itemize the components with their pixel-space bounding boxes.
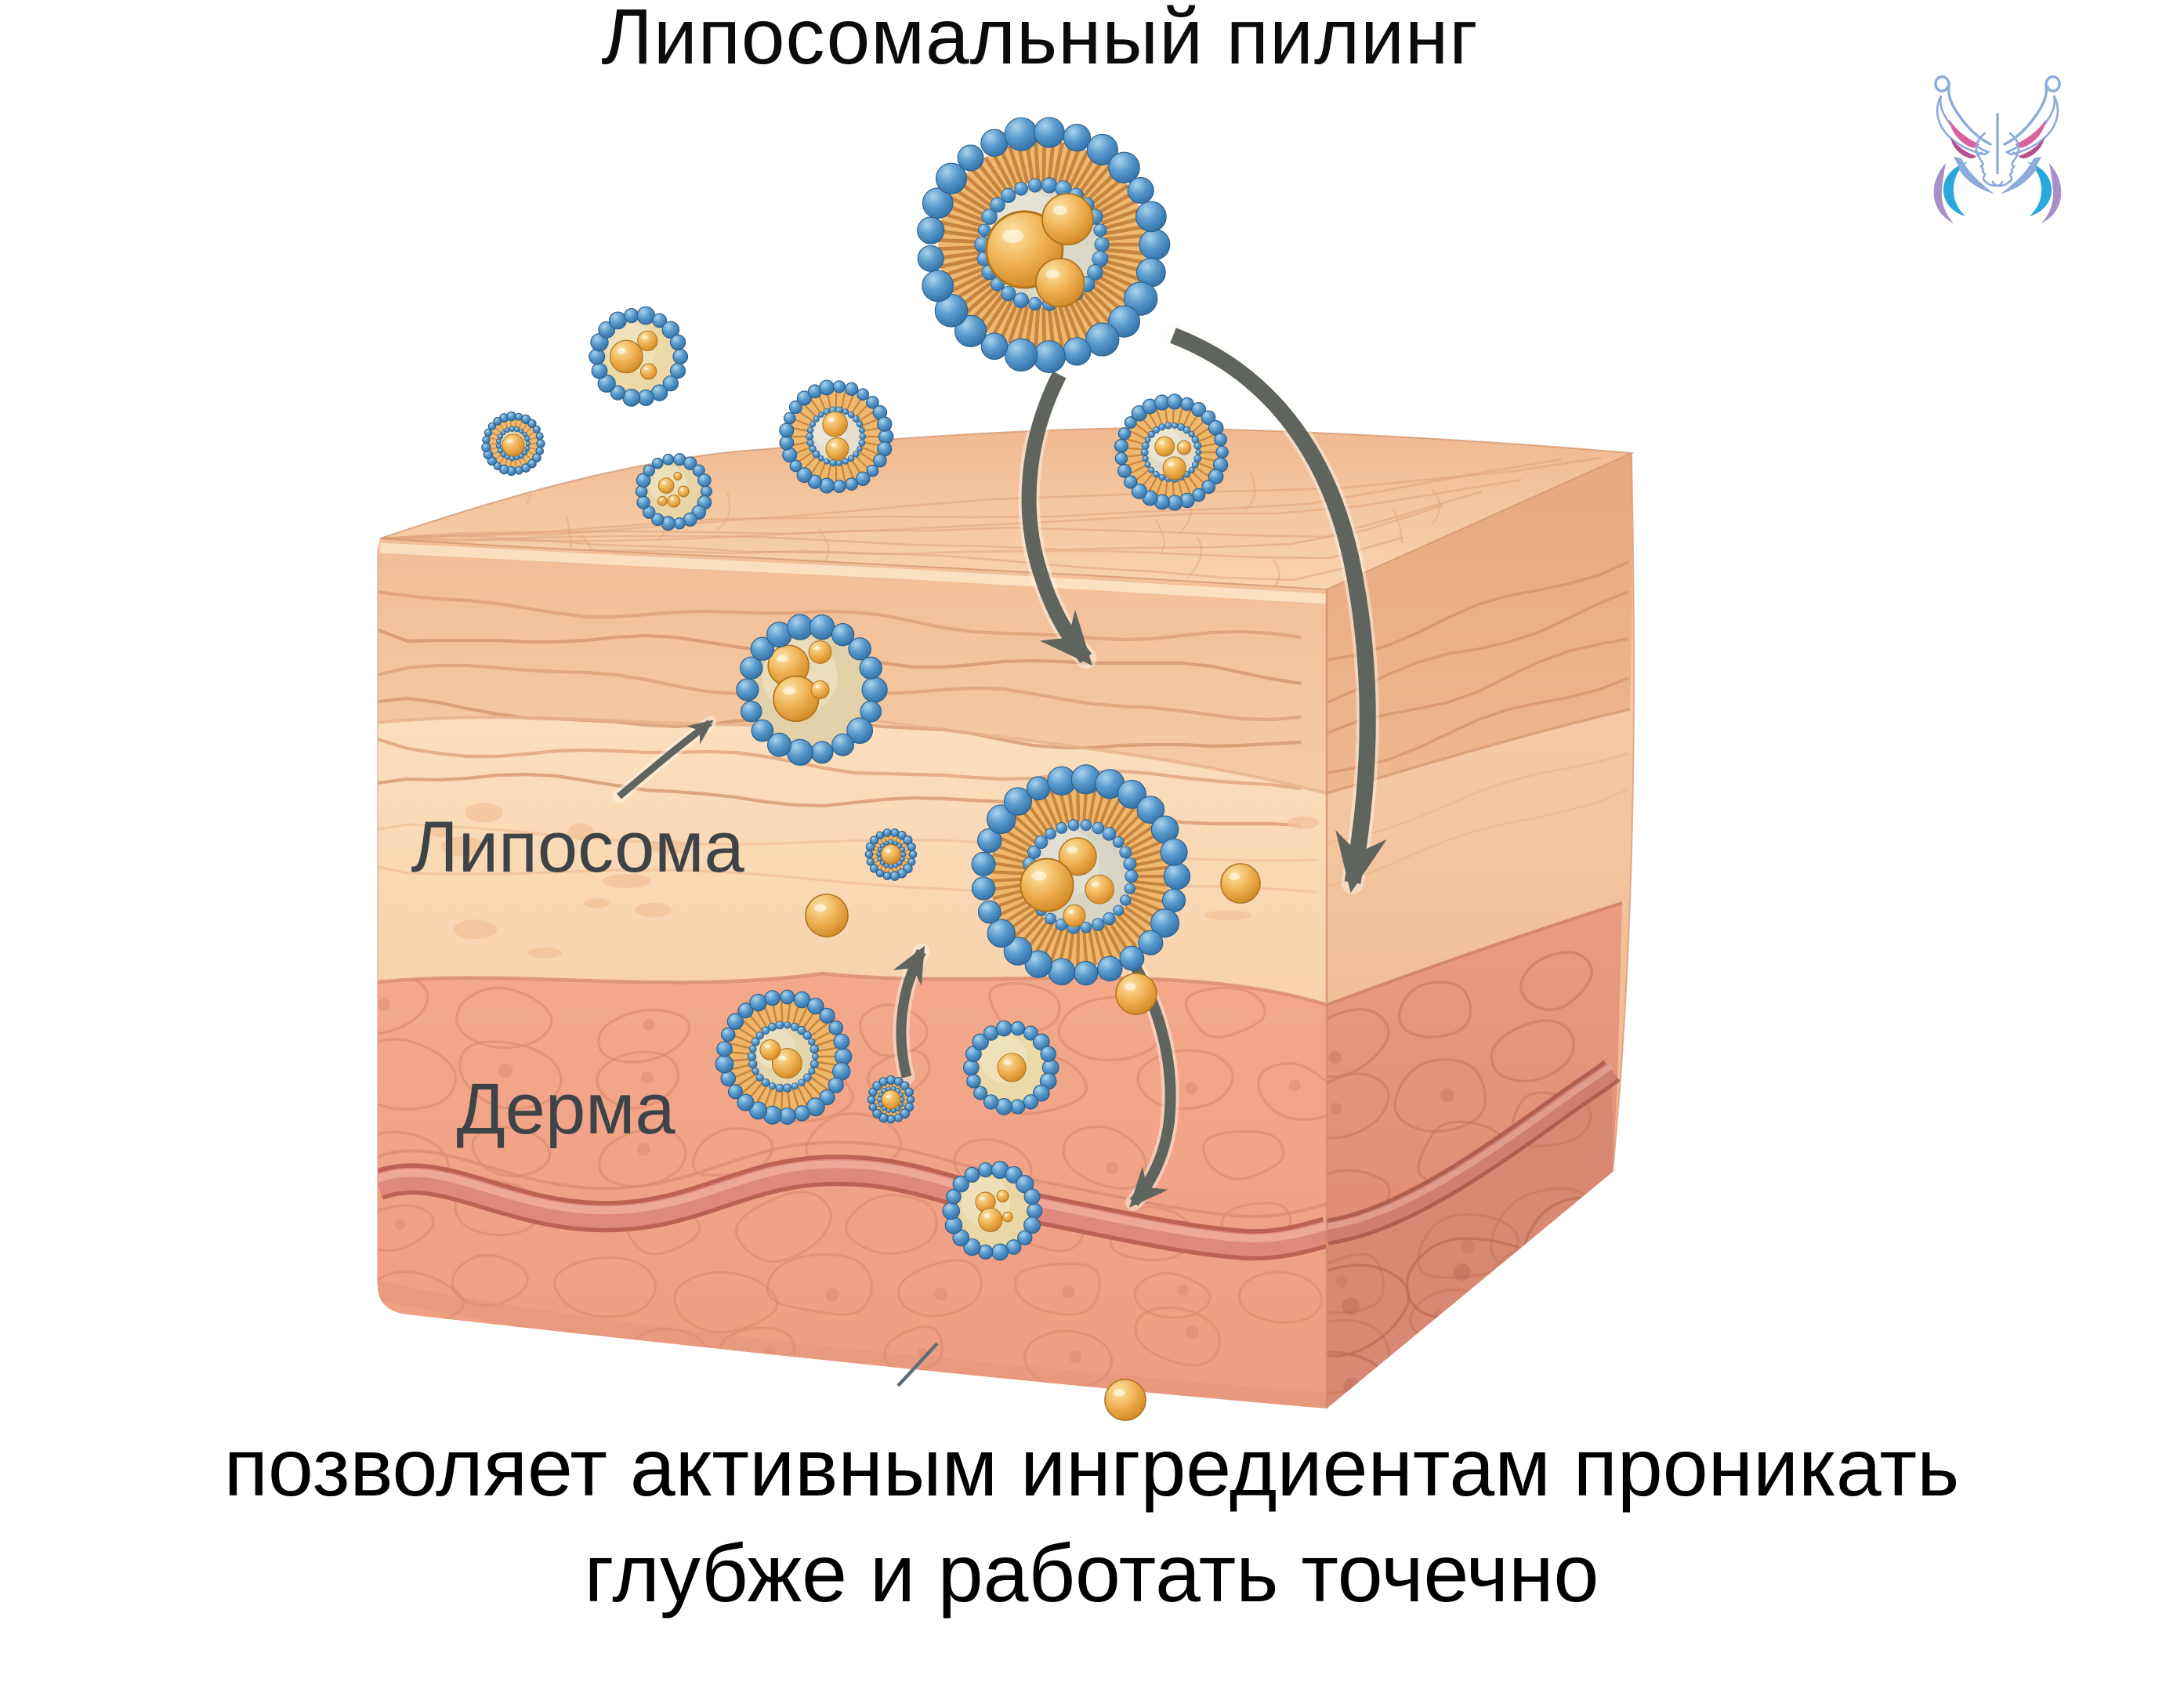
liposome-dermis-bilayer <box>715 989 853 1125</box>
liposome-dermis-mini <box>867 1075 915 1124</box>
active-ingredient-droplet <box>805 894 849 937</box>
caption-line-2: глубже и работать точечно <box>584 1528 1599 1620</box>
arrow-down-right-face <box>1170 328 1387 894</box>
liposome-vessel-liposome <box>942 1161 1043 1261</box>
active-ingredient-droplet <box>1104 1379 1146 1421</box>
liposome-surface-multi <box>635 453 712 531</box>
bottom-leader-line <box>896 1342 939 1387</box>
liposome-surface-bilayer <box>1114 393 1229 511</box>
liposome-tiny-epidermis <box>864 828 918 881</box>
logo-right-wing-icon <box>1991 75 2062 223</box>
caption: позволяет активным ингредиентам проникат… <box>10 1416 2173 1627</box>
liposome-label: Липосома <box>411 807 744 887</box>
liposome-free-small <box>589 306 689 407</box>
twin-faces-butterfly-logo <box>1932 75 2062 225</box>
logo-left-wing-icon <box>1932 75 2004 225</box>
arrow-into-epidermis <box>1021 371 1093 666</box>
caption-line-1: позволяет активным ингредиентам проникат… <box>223 1423 1960 1514</box>
liposome-free-large <box>917 117 1171 373</box>
derma-label: Дерма <box>456 1069 675 1149</box>
active-ingredient-droplet <box>1220 863 1261 904</box>
liposome-free-tiny <box>481 411 545 477</box>
blood-vessel <box>378 1140 1327 1408</box>
liposome-epidermis-large <box>971 764 1191 986</box>
liposome-dermis-simple <box>962 1020 1059 1115</box>
liposome-free-bilayer <box>779 379 894 494</box>
dermis-front <box>378 973 1327 1408</box>
active-ingredient-droplet <box>1115 973 1157 1015</box>
liposome-labeled <box>736 614 888 766</box>
page-title: Липосомальный пилинг <box>601 0 1479 81</box>
arrow-up-from-dermis <box>893 945 926 1079</box>
liposome-label-arrow <box>617 720 714 799</box>
